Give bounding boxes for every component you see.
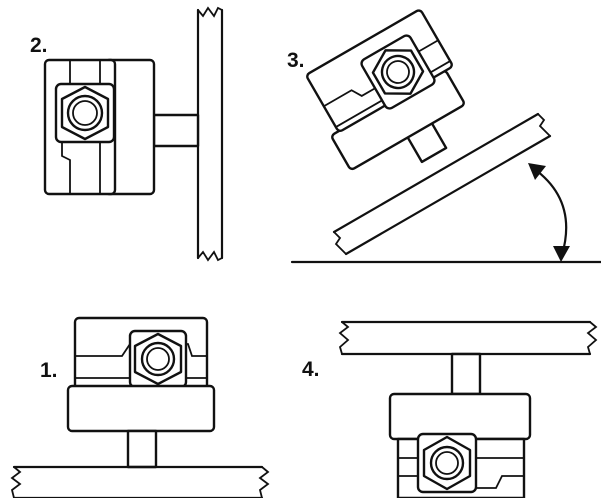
figure-label: 2.	[30, 34, 48, 57]
figure-label: 3.	[287, 49, 305, 72]
stem	[152, 113, 200, 148]
arrow-head-top	[528, 163, 546, 180]
base-plate	[388, 392, 532, 441]
figure-3: 3.	[287, 9, 601, 264]
rail-break-bottom	[197, 250, 223, 262]
vertical-rail	[196, 8, 224, 260]
figure-4: 4.	[302, 320, 598, 498]
figure-label: 4.	[302, 358, 320, 381]
overhead-rail	[340, 320, 592, 356]
figure-1: 1.	[10, 316, 270, 498]
angle-arc	[531, 166, 568, 257]
base-plate	[66, 384, 216, 433]
figure-2: 2.	[30, 6, 224, 262]
stem	[450, 352, 482, 396]
arrow-head-bottom	[553, 246, 570, 262]
figure-label: 1.	[40, 359, 58, 382]
stem	[126, 429, 158, 469]
angled-rail	[332, 112, 552, 256]
rail-break-top	[197, 6, 223, 18]
horizontal-rail	[12, 465, 264, 498]
